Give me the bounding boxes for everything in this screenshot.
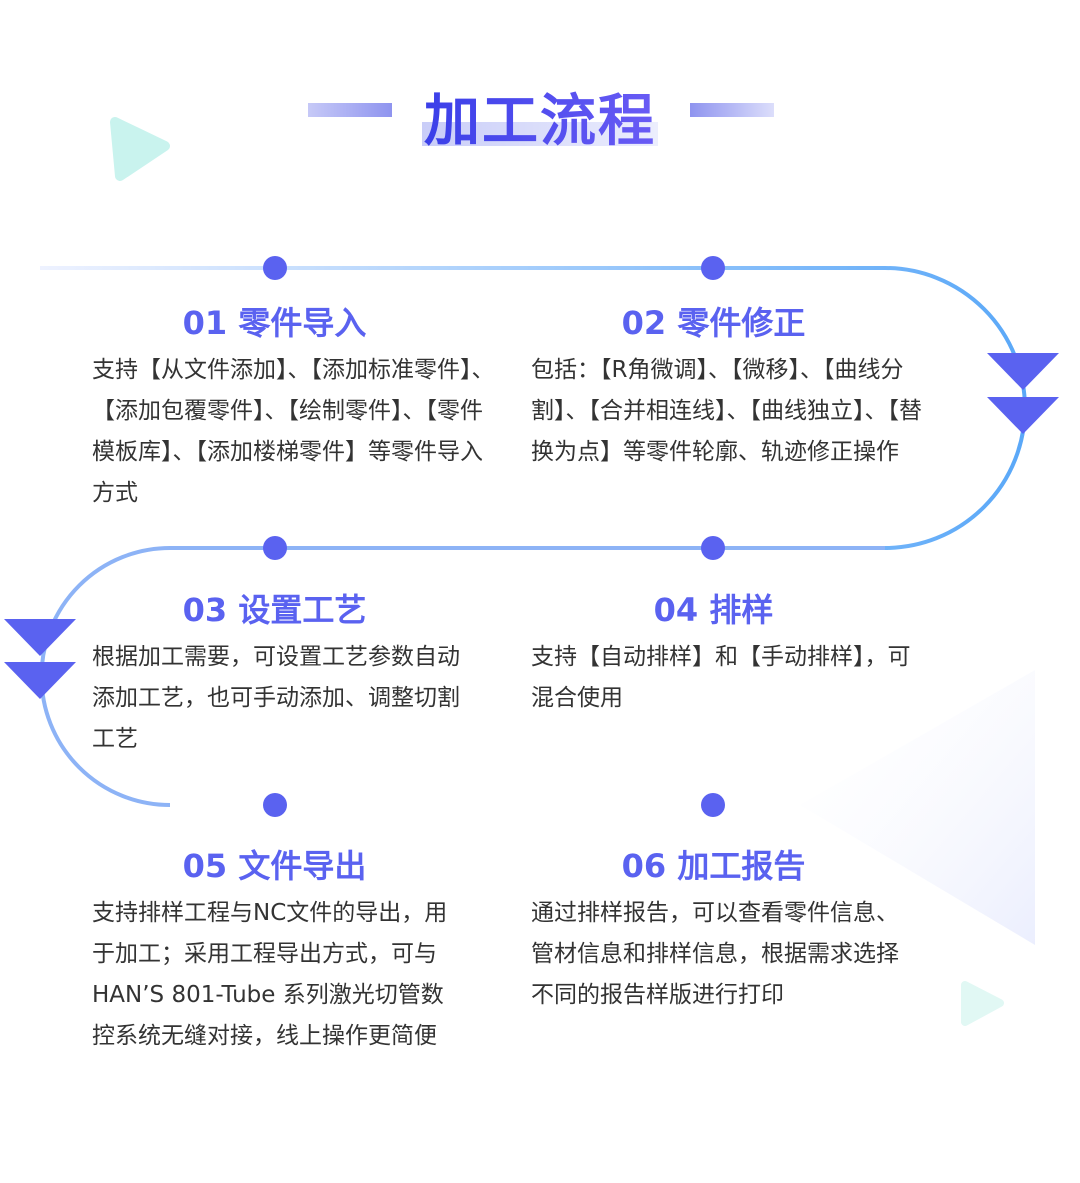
- step-text: 控系统无缝对接，线上操作更简便: [92, 1023, 437, 1049]
- step-text: HAN’S 801-Tube 系列激光切管数: [92, 982, 444, 1008]
- step-text: 支持排样工程与NC文件的导出，用: [92, 900, 448, 926]
- step-text: 通过排样报告，可以查看零件信息、: [531, 900, 899, 926]
- step-text: 支持【从文件添加】、【添加标准零件】、: [92, 357, 495, 383]
- step-text: 混合使用: [531, 685, 623, 711]
- title-bar-right: [690, 103, 774, 117]
- step-text: 割】、【合并相连线】、【曲线独立】、【替: [531, 398, 922, 424]
- step-text: 方式: [92, 480, 138, 506]
- step-text: 支持【自动排样】和【手动排样】，可: [531, 644, 911, 670]
- step-01: 01 零件导入 支持【从文件添加】、【添加标准零件】、 【添加包覆零件】、【绘制…: [92, 298, 512, 514]
- step-04: 04 排样 支持【自动排样】和【手动排样】，可 混合使用: [531, 585, 951, 719]
- step-text: 不同的报告样版进行打印: [531, 982, 784, 1008]
- page-title: 加工流程: [420, 76, 660, 157]
- step-text: 添加工艺，也可手动添加、调整切割: [92, 685, 460, 711]
- step-text: 根据加工需要，可设置工艺参数自动: [92, 644, 460, 670]
- step-text: 工艺: [92, 726, 138, 752]
- step-dot: [263, 256, 725, 817]
- step-text: 管材信息和排样信息，根据需求选择: [531, 941, 899, 967]
- step-text: 于加工；采用工程导出方式，可与: [92, 941, 437, 967]
- step-text: 换为点】等零件轮廓、轨迹修正操作: [531, 439, 899, 465]
- step-heading: 02 零件修正: [621, 304, 806, 342]
- step-text: 【添加包覆零件】、【绘制零件】、【零件: [92, 398, 483, 424]
- step-heading: 01 零件导入: [182, 304, 367, 342]
- decor-triangle: [800, 670, 1035, 945]
- step-text: 模板库】、【添加楼梯零件】等零件导入: [92, 439, 483, 465]
- step-heading: 03 设置工艺: [182, 591, 367, 629]
- step-heading: 06 加工报告: [621, 847, 806, 885]
- play-icon: [110, 117, 170, 181]
- step-text: 包括：【R角微调】、【微移】、【曲线分: [531, 357, 904, 383]
- arrow-down-icon: [4, 353, 1059, 699]
- play-icon: [961, 981, 1004, 1026]
- step-05: 05 文件导出 支持排样工程与NC文件的导出，用 于加工；采用工程导出方式，可与…: [92, 841, 512, 1057]
- step-heading: 05 文件导出: [182, 847, 367, 885]
- step-heading: 04 排样: [653, 591, 774, 629]
- title-bar-left: [308, 103, 392, 117]
- title-underline: [422, 122, 658, 146]
- step-06: 06 加工报告 通过排样报告，可以查看零件信息、 管材信息和排样信息，根据需求选…: [531, 841, 951, 1016]
- step-03: 03 设置工艺 根据加工需要，可设置工艺参数自动 添加工艺，也可手动添加、调整切…: [92, 585, 512, 760]
- step-02: 02 零件修正 包括：【R角微调】、【微移】、【曲线分 割】、【合并相连线】、【…: [531, 298, 951, 473]
